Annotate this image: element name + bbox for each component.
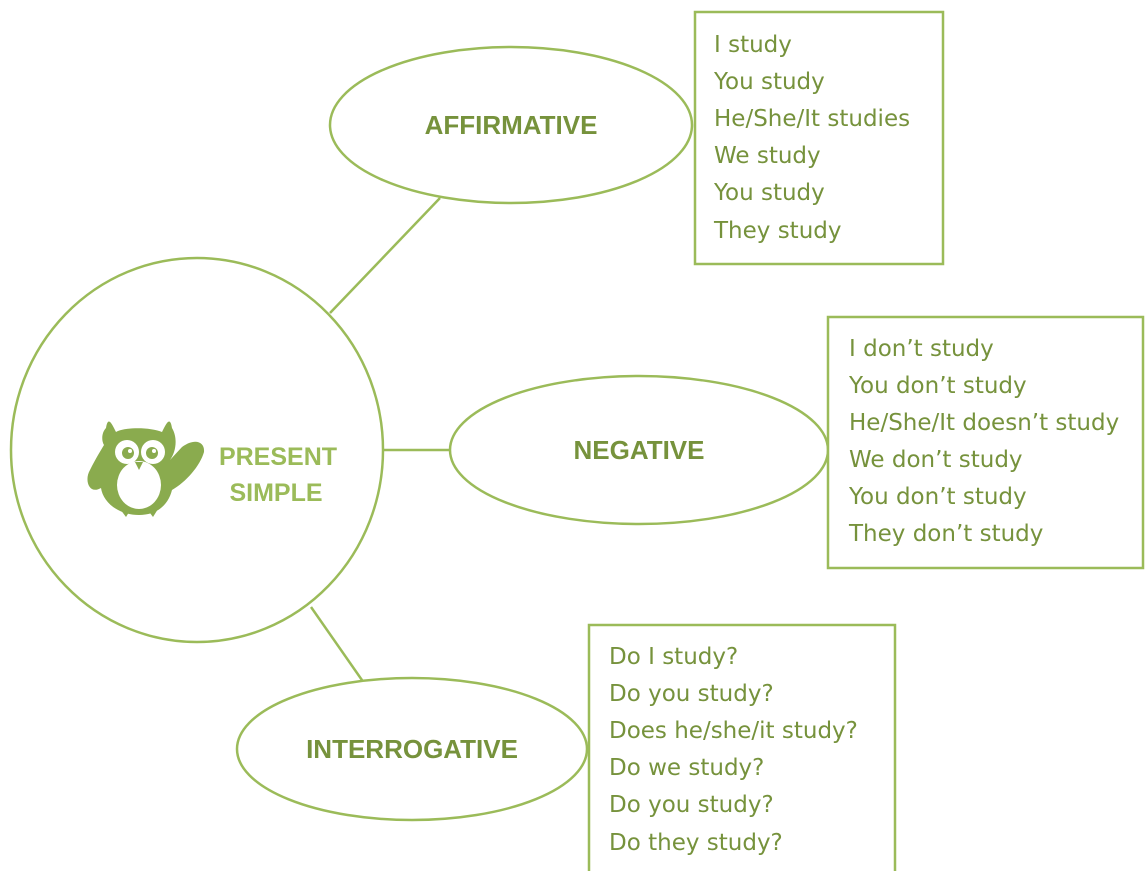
list-item: I study bbox=[714, 32, 792, 58]
list-item: You don’t study bbox=[848, 484, 1027, 510]
list-item: They don’t study bbox=[848, 521, 1043, 547]
list-item: Do we study? bbox=[609, 755, 764, 781]
list-item: He/She/It studies bbox=[714, 106, 910, 132]
list-item: We study bbox=[714, 143, 821, 169]
list-item: Do they study? bbox=[609, 830, 783, 856]
affirmative-box bbox=[693, 10, 945, 266]
list-item: Does he/she/it study? bbox=[609, 718, 858, 744]
interrogative-label: INTERROGATIVE bbox=[306, 734, 518, 764]
interrogative-list: Do I study? Do you study? Does he/she/it… bbox=[609, 644, 858, 856]
list-item: I don’t study bbox=[849, 336, 994, 362]
connector-interrogative bbox=[309, 606, 366, 684]
interrogative-box bbox=[587, 623, 897, 871]
interrogative-oval bbox=[235, 676, 589, 822]
list-item: They study bbox=[713, 218, 842, 244]
affirmative-label: AFFIRMATIVE bbox=[425, 110, 598, 140]
center-title-line1: PRESENT bbox=[219, 443, 337, 471]
list-item: Do I study? bbox=[609, 644, 738, 670]
center-title-line2: SIMPLE bbox=[229, 479, 322, 507]
list-item: We don’t study bbox=[849, 447, 1023, 473]
owl-icon bbox=[87, 421, 205, 517]
list-item: He/She/It doesn’t study bbox=[849, 410, 1119, 436]
negative-list: I don’t study You don’t study He/She/It … bbox=[848, 336, 1119, 547]
negative-label: NEGATIVE bbox=[574, 435, 705, 465]
affirmative-oval bbox=[328, 45, 694, 205]
list-item: Do you study? bbox=[609, 681, 774, 707]
list-item: You study bbox=[713, 180, 825, 206]
list-item: Do you study? bbox=[609, 792, 774, 818]
list-item: You study bbox=[713, 69, 825, 95]
connectors bbox=[309, 197, 450, 684]
affirmative-list: I study You study He/She/It studies We s… bbox=[713, 32, 910, 244]
connector-affirmative bbox=[329, 197, 441, 314]
list-item: You don’t study bbox=[848, 373, 1027, 399]
negative-box bbox=[826, 315, 1145, 570]
